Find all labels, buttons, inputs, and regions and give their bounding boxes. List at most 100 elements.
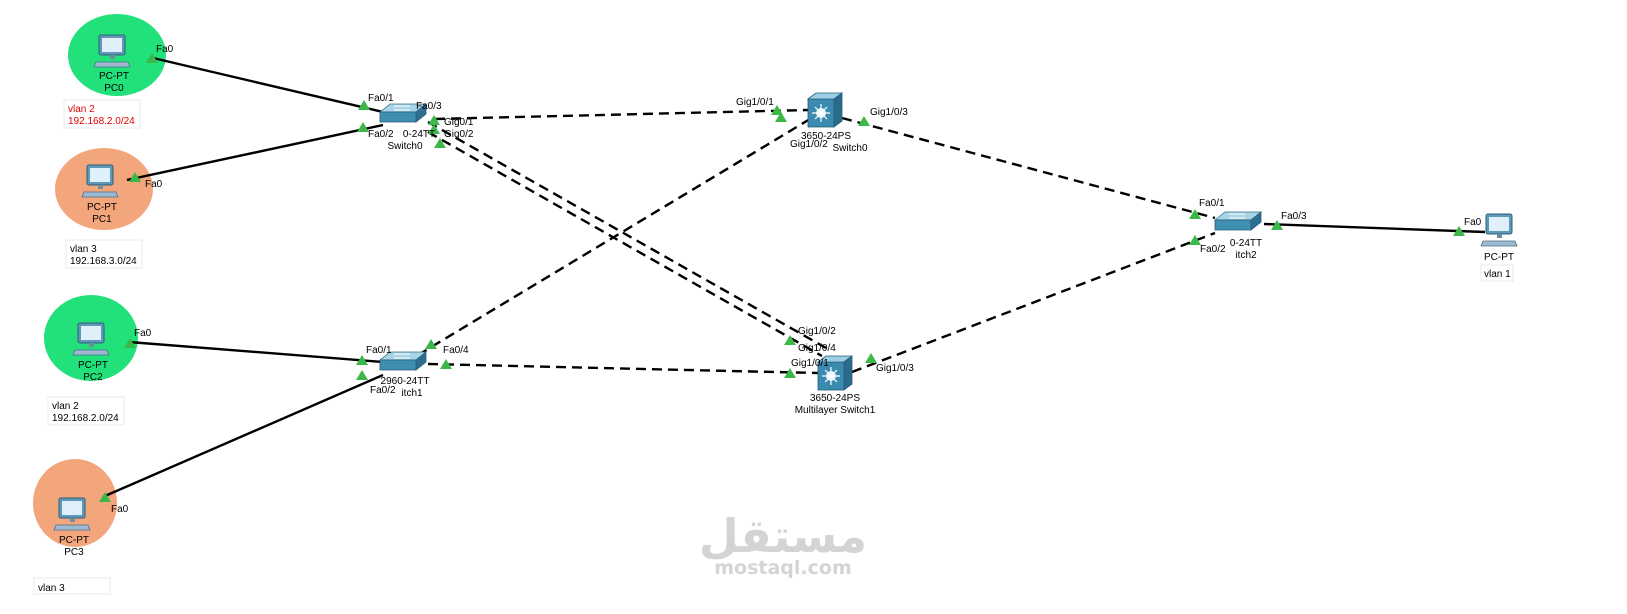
port-up-indicator: [1189, 209, 1201, 219]
sw1-fa01-label: Fa0/1: [366, 345, 392, 356]
note-pc2-vlan: vlan 2: [52, 401, 79, 412]
port-status-indicators: [99, 53, 1465, 502]
sw1-fa04-label: Fa0/4: [443, 345, 469, 356]
pc3-port-label: Fa0: [111, 504, 129, 515]
port-up-indicator: [775, 112, 787, 122]
port-up-indicator: [356, 355, 368, 365]
pc1-port-label: Fa0: [145, 179, 163, 190]
sw0-fa02-label: Fa0/2: [368, 129, 394, 140]
switch2-model-label: 0-24TT: [1230, 238, 1262, 249]
note-pc3: [33, 577, 111, 595]
mls1-model-label: 3650-24PS: [810, 393, 860, 404]
switch1-name-label: itch1: [401, 388, 423, 399]
pc-icon[interactable]: [93, 34, 131, 68]
note-pc3-vlan: vlan 3: [38, 583, 65, 594]
note-pc0-vlan: vlan 2: [68, 104, 95, 115]
mls1-name-label: Multilayer Switch1: [795, 405, 876, 416]
link-switch0-mls0: [434, 108, 809, 121]
note-pc2-net: 192.168.2.0/24: [52, 413, 119, 424]
mls0-model-label: 3650-24PS: [801, 131, 851, 142]
switch1-model-label: 2960-24TT: [381, 376, 430, 387]
trunk-links: [417, 108, 1216, 375]
watermark-latin: mostaql.com: [714, 557, 852, 579]
link-switch0-mls1-a: [427, 120, 827, 350]
port-up-indicator: [784, 368, 796, 378]
note-pc4: [1480, 264, 1514, 282]
note-pc0-net: 192.168.2.0/24: [68, 116, 135, 127]
port-up-indicator: [356, 370, 368, 380]
mls1-g102-label: Gig1/0/2: [798, 326, 836, 337]
port-up-indicator: [1453, 226, 1465, 236]
sw2-fa03-label: Fa0/3: [1281, 211, 1307, 222]
port-up-indicator: [1271, 220, 1283, 230]
port-up-indicator: [124, 338, 136, 348]
note-pc0: [63, 99, 141, 129]
note-pc1: [65, 239, 143, 269]
sw0-fa01-label: Fa0/1: [368, 93, 394, 104]
link-pc0-switch0: [152, 56, 384, 114]
pc1-model-label: PC-PT: [87, 202, 117, 213]
pc4-port-label: Fa0: [1464, 217, 1482, 228]
port-up-indicator: [858, 116, 870, 126]
sw2-fa02-label: Fa0/2: [1200, 244, 1226, 255]
port-up-indicator: [434, 138, 446, 148]
note-pc4-vlan: vlan 1: [1484, 269, 1511, 280]
port-up-indicator: [771, 105, 783, 115]
port-up-indicator: [784, 335, 796, 345]
port-up-indicator: [428, 124, 440, 134]
mls1-g103-label: Gig1/0/3: [876, 363, 914, 374]
pc0-port-label: Fa0: [156, 44, 174, 55]
port-up-indicator: [146, 53, 158, 63]
port-up-indicator: [428, 115, 440, 125]
pc0-name-label: PC0: [104, 83, 124, 94]
port-up-indicator: [99, 492, 111, 502]
link-pc3-switch1: [104, 373, 384, 498]
mls0-g102-label: Gig1/0/2: [790, 139, 828, 150]
mls0-g103-label: Gig1/0/3: [870, 107, 908, 118]
note-pc2: [47, 396, 125, 426]
multilayer-switch-icon[interactable]: [807, 92, 843, 128]
pc-icon[interactable]: [72, 322, 110, 356]
link-pc1-switch0: [126, 123, 384, 182]
switch-icon[interactable]: [1214, 211, 1262, 231]
pc4-model-label: PC-PT: [1484, 252, 1514, 263]
sw0-gig01-label: Gig0/1: [444, 117, 474, 128]
pc3-model-label: PC-PT: [59, 535, 89, 546]
link-switch2-pc4: [1263, 222, 1486, 234]
mls1-g104-label: Gig1/0/4: [798, 343, 836, 354]
pc2-name-label: PC2: [83, 372, 103, 383]
pc2-port-label: Fa0: [134, 328, 152, 339]
pc-icon[interactable]: [81, 164, 119, 198]
switch2-name-label: itch2: [1235, 250, 1257, 261]
pc1-name-label: PC1: [92, 214, 112, 225]
pc-icon[interactable]: [53, 497, 91, 531]
link-switch0-mls1-b: [427, 130, 823, 358]
mls0-g101-label: Gig1/0/1: [736, 97, 774, 108]
mls1-g101-label: Gig1/0/1: [791, 358, 829, 369]
port-up-indicator: [129, 172, 141, 182]
sw0-fa03-label: Fa0/3: [416, 101, 442, 112]
note-pc1-net: 192.168.3.0/24: [70, 256, 137, 267]
access-links: [104, 56, 1486, 498]
link-switch1-mls1: [427, 362, 819, 375]
switch0-name-label: Switch0: [387, 141, 422, 152]
switch0-model-label: 0-24TT: [403, 129, 435, 140]
link-switch1-mls0: [417, 114, 816, 357]
sw2-fa01-label: Fa0/1: [1199, 198, 1225, 209]
link-mls1-switch2: [851, 231, 1216, 374]
pc3-name-label: PC3: [64, 547, 84, 558]
link-mls0-switch2: [841, 116, 1216, 220]
pc-icon[interactable]: [1480, 213, 1518, 247]
port-up-indicator: [865, 353, 877, 363]
link-pc2-switch1: [128, 340, 384, 364]
pc2-model-label: PC-PT: [78, 360, 108, 371]
port-up-indicator: [357, 122, 369, 132]
port-up-indicator: [358, 100, 370, 110]
mls0-name-label: Switch0: [832, 143, 867, 154]
note-pc1-vlan: vlan 3: [70, 244, 97, 255]
port-up-indicator: [425, 339, 437, 349]
port-up-indicator: [440, 359, 452, 369]
sw0-gig02-label: Gig0/2: [444, 129, 474, 140]
vlan3-area-pc1: [55, 148, 153, 230]
